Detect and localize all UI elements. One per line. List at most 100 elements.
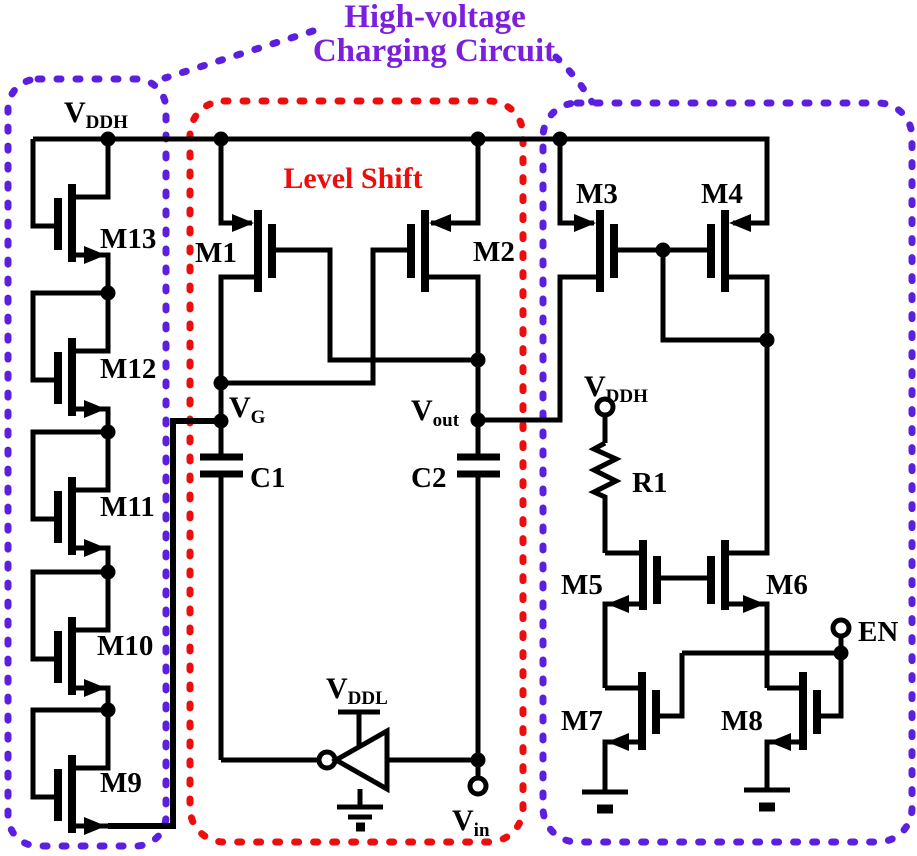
r1-zigzag [588, 440, 622, 553]
transistor-m4 [614, 210, 770, 556]
mirror-gate-dot [655, 242, 671, 258]
transistor-m7 [582, 653, 685, 814]
m11-label: M11 [100, 491, 155, 523]
vddh-left-label: VDDH [64, 96, 128, 133]
m6-label: M6 [766, 569, 808, 601]
m7-label: M7 [561, 705, 603, 737]
en-terminal-icon [830, 617, 852, 639]
c1-label: C1 [250, 462, 285, 494]
m12-drain [76, 293, 111, 354]
m1-source [218, 139, 252, 226]
vddl-label: VDDL [326, 672, 388, 709]
m10-gate-loop [30, 569, 108, 662]
r1-label: R1 [632, 467, 667, 499]
m7-source [602, 739, 638, 791]
m2-source [431, 139, 481, 226]
vddh-node-dot [100, 131, 116, 147]
vout-node-dot [470, 412, 486, 428]
bias-chain-box [4, 75, 170, 850]
capacitor-c1 [200, 421, 243, 760]
transistor-m11 [30, 429, 111, 572]
m12-gate-loop [30, 290, 108, 383]
page-title-line2: Charging Circuit [313, 33, 555, 69]
chain-node-dot [100, 564, 116, 580]
rail-dot [213, 131, 229, 147]
vin-terminal-icon [467, 775, 489, 797]
m1-source-arrow-icon [232, 214, 254, 232]
m7-source-arrow-icon [607, 733, 629, 751]
m8-gate-wire [817, 653, 844, 719]
m1-label: M1 [195, 237, 237, 269]
m13-source-arrow-icon [84, 246, 106, 264]
rail-dot [470, 131, 486, 147]
vin-label: Vin [452, 804, 490, 841]
title-leader-left [161, 27, 317, 82]
transistor-m9 [30, 707, 111, 835]
rail-dot [552, 131, 568, 147]
m4-drain-to-m6 [729, 274, 770, 556]
transistor-m3 [478, 139, 618, 423]
m2-source-arrow-icon [429, 214, 451, 232]
m12-source-arrow-icon [84, 400, 106, 418]
enable-circuit-box [539, 99, 916, 846]
vg-label: VG [229, 391, 266, 428]
m13-label: M13 [100, 223, 156, 255]
m2-label: M2 [473, 236, 515, 268]
m8-source [764, 739, 799, 789]
chain-node-dot [100, 702, 116, 718]
c2-label: C2 [411, 462, 446, 494]
level-shift-label: Level Shift [283, 162, 422, 195]
m1-drain [218, 274, 254, 421]
m3-drain-to-vout [478, 274, 596, 423]
m7-gate-wire [656, 653, 685, 719]
m11-gate-loop [30, 429, 108, 522]
chain-node-dot [100, 424, 116, 440]
vg-node-dot [213, 413, 229, 429]
chain-node-dot [100, 285, 116, 301]
m8-label: M8 [721, 705, 763, 737]
m3-source-arrow-icon [574, 214, 596, 232]
m10-drain [76, 572, 111, 633]
bias-to-vg-wire [108, 418, 221, 829]
m9-source-arrow-icon [84, 817, 106, 835]
m4-label: M4 [701, 178, 743, 210]
m9-gate-loop [30, 707, 108, 800]
m5-source-arrow-icon [607, 595, 629, 613]
page-title: High-voltage Charging Circuit [313, 0, 555, 69]
m13-gate-loop [30, 139, 58, 229]
m3-label: M3 [576, 178, 618, 210]
m2-gate-junction-dot [213, 375, 229, 391]
vin-node-dot [470, 752, 486, 768]
page-title-line1: High-voltage [344, 0, 525, 35]
level-shift-box [186, 97, 527, 846]
transistor-m12 [30, 290, 111, 432]
m11-source-arrow-icon [84, 539, 106, 557]
m5-source [602, 601, 639, 688]
m1-gate-junction-dot [470, 352, 486, 368]
capacitor-c2 [457, 420, 500, 760]
m5-label: M5 [561, 569, 603, 601]
m12-label: M12 [100, 353, 156, 385]
transistor-m6 [657, 540, 770, 688]
junction-dots [100, 131, 849, 768]
transistor-m1 [218, 139, 478, 421]
device-labels: M13 M12 M11 M10 M9 M1 M2 M3 M4 M5 M6 M7 … [97, 178, 808, 799]
m4-source-arrow-icon [729, 214, 751, 232]
en-node-dot [833, 645, 849, 661]
m2-drain [429, 274, 481, 421]
transistor-m13 [30, 139, 111, 293]
vout-label: Vout [411, 394, 460, 431]
m11-drain [76, 432, 111, 493]
title-leader-right [552, 53, 596, 106]
transistor-m8 [744, 653, 844, 812]
m13-drain [76, 139, 111, 200]
inverter [221, 709, 478, 832]
mirror-diode-tie-wire [660, 250, 767, 343]
m6-source-arrow-icon [743, 595, 765, 613]
m10-source-arrow-icon [84, 679, 106, 697]
transistor-m2 [221, 139, 481, 421]
vddh-right-label: VDDH [584, 370, 648, 407]
m4-drain-dot [759, 332, 775, 348]
